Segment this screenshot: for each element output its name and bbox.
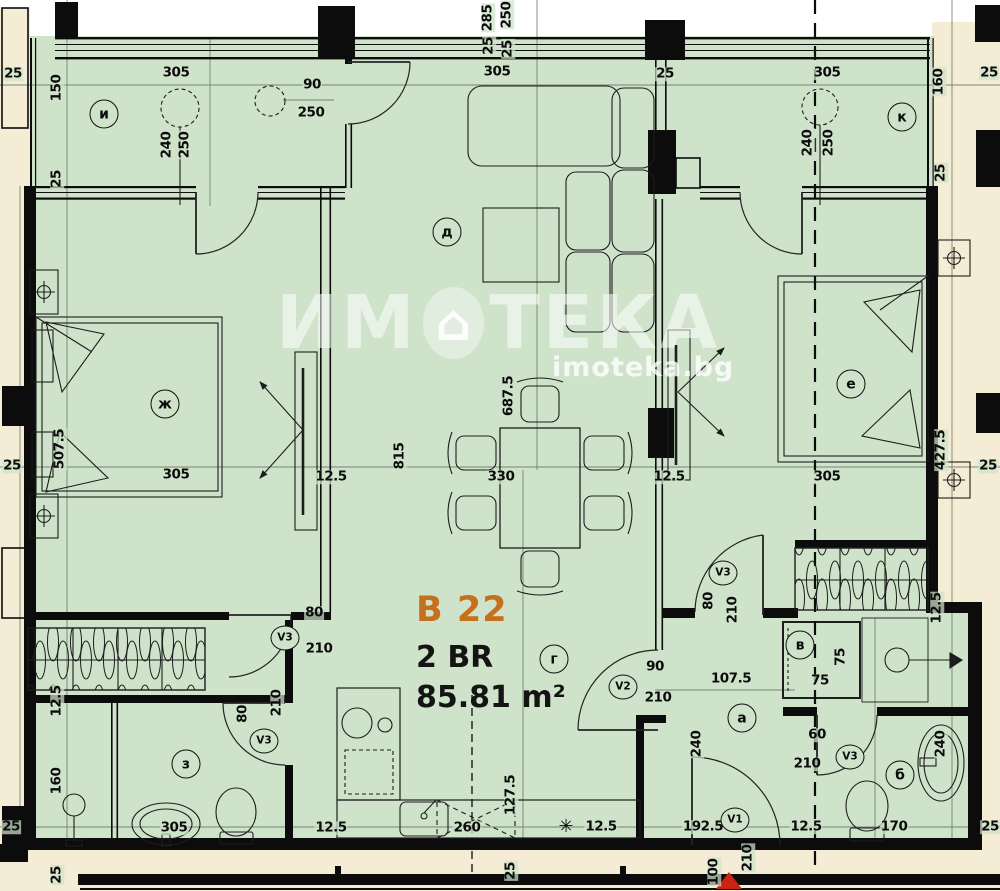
door-terrace-left-bedroom: [195, 191, 259, 255]
ceiling-lamps: [160, 85, 839, 205]
doors: [195, 61, 878, 846]
coffee-table: [482, 207, 560, 283]
closet-v: [782, 621, 861, 699]
bathroom-left-fixtures: [62, 787, 257, 847]
entrance-arrow: [716, 872, 742, 889]
wardrobe-left: [27, 627, 206, 691]
kitchen-counter: [336, 687, 641, 839]
bed-right: [777, 275, 929, 463]
door-hall-v2: [577, 649, 659, 731]
radiators: [29, 239, 971, 539]
tv-left: [259, 351, 318, 531]
sofa: [467, 85, 655, 333]
bed-left: [31, 316, 223, 498]
bathroom-right-fixtures: [845, 617, 965, 842]
outer-structures: [1, 7, 1000, 890]
door-terrace-right-bedroom: [739, 191, 803, 255]
wardrobe-right: [794, 547, 929, 611]
dining-set: [447, 377, 633, 596]
section-lines: [471, 0, 817, 878]
door-terrace-left-living: [347, 61, 411, 125]
furniture: [27, 85, 971, 847]
